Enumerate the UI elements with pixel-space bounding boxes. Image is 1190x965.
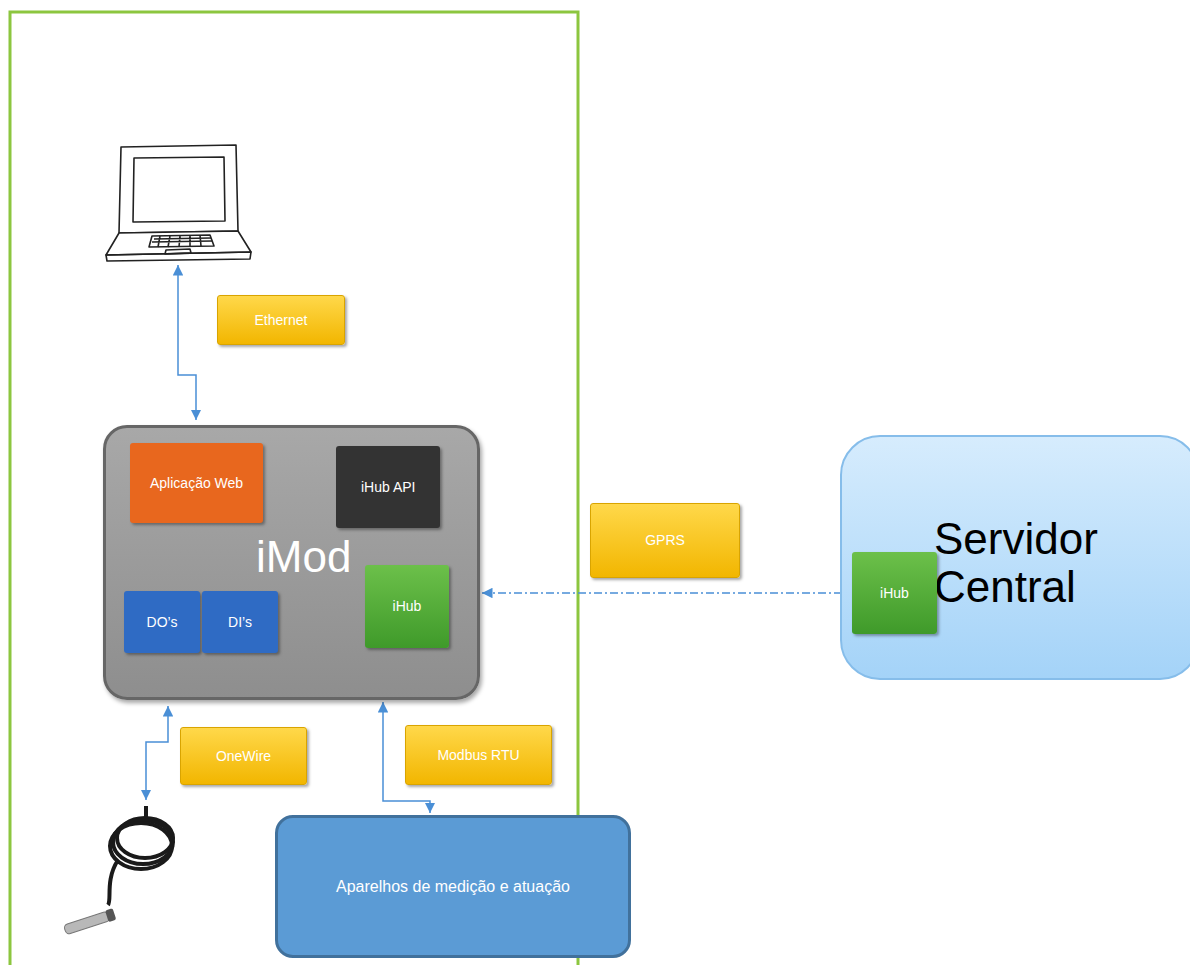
api-box: iHub API [336, 446, 440, 528]
node-label: Ethernet [255, 312, 308, 329]
equipment-box: Aparelhos de medição e atuação [275, 815, 631, 958]
node-label: Modbus RTU [437, 747, 519, 764]
app-box: Aplicação Web [130, 443, 263, 523]
node-label: iHub API [361, 479, 415, 496]
node-label: Aparelhos de medição e atuação [336, 877, 570, 896]
node-label: iMod [256, 533, 351, 581]
output-box: DO’s [124, 591, 200, 653]
hub-box: iHub [365, 565, 449, 648]
node-label: Servidor Central [934, 515, 1098, 612]
node-label: iHub [880, 585, 909, 602]
server-box: Servidor Central iHub [840, 435, 1190, 680]
protocol-tag: OneWire [180, 727, 307, 785]
node-label: GPRS [645, 532, 685, 549]
onewire-link [146, 706, 168, 800]
protocol-tag: Modbus RTU [405, 725, 552, 785]
laptop-icon [106, 145, 251, 261]
protocol-tag: Ethernet [217, 295, 345, 345]
node-label: DI’s [228, 614, 252, 631]
node-label: Aplicação Web [150, 475, 243, 492]
node-label: iHub [393, 598, 422, 615]
node-label: DO’s [147, 614, 178, 631]
node-label: OneWire [216, 748, 271, 765]
connector [482, 592, 850, 594]
device-box: iMod Aplicação Web iHub API iHubDO’s DI’s [103, 425, 480, 700]
hub-box: iHub [852, 552, 937, 634]
temperature-probe [63, 806, 173, 936]
ethernet-link [178, 265, 196, 420]
protocol-tag: GPRS [590, 503, 740, 578]
input-box: DI’s [202, 591, 278, 653]
